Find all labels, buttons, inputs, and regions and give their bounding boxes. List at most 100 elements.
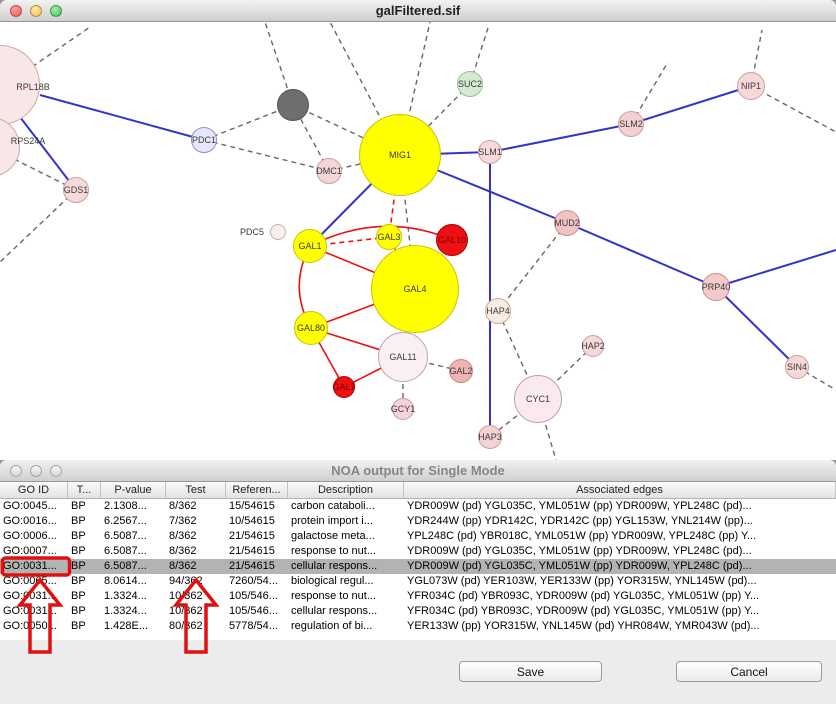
button-bar: Save Cancel <box>0 640 836 704</box>
graph-node-gal1[interactable] <box>293 229 327 263</box>
graph-node-hap2[interactable] <box>582 335 604 357</box>
table-cell: GO:0050... <box>3 620 57 632</box>
table-cell: 6.5087... <box>104 545 147 557</box>
graph-node-slm1[interactable] <box>478 140 502 164</box>
graph-edge-gray-dash[interactable] <box>796 366 836 391</box>
graph-node-cyc1[interactable] <box>514 375 562 423</box>
graph-node-gal4[interactable] <box>371 245 459 333</box>
graph-edge-blue[interactable] <box>19 116 77 191</box>
graph-edge-gray-dash[interactable] <box>203 139 330 172</box>
graph-edge-blue[interactable] <box>489 123 632 153</box>
cancel-button[interactable]: Cancel <box>676 661 822 682</box>
graph-node-gal7[interactable] <box>333 376 355 398</box>
graph-node-gal80[interactable] <box>294 311 328 345</box>
graph-edge-gray-dash[interactable] <box>0 147 77 191</box>
table-column-header[interactable]: T... <box>68 482 101 498</box>
table-cell: 7260/54... <box>229 575 278 587</box>
graph-edge-blue[interactable] <box>566 222 717 288</box>
table-column-header[interactable]: Associated edges <box>404 482 836 498</box>
table-cell: YER133W (pp) YOR315W, YNL145W (pd) YHR08… <box>407 620 760 632</box>
graph-node-slm2[interactable] <box>618 111 644 137</box>
graph-node-nip1[interactable] <box>737 72 765 100</box>
table-cell: 8/362 <box>169 560 197 572</box>
graph-edge-gray-dash[interactable] <box>497 222 568 312</box>
table-cell: YDR009W (pd) YGL035C, YML051W (pp) YDR00… <box>407 545 752 557</box>
table-cell: 8.0614... <box>104 575 147 587</box>
graph-edge-gray-dash[interactable] <box>497 310 539 400</box>
graph-edge-blue[interactable] <box>630 85 752 125</box>
table-cell: cellular respons... <box>291 605 378 617</box>
save-button[interactable]: Save <box>459 661 602 682</box>
network-window-titlebar[interactable]: galFiltered.sif <box>0 0 836 22</box>
table-cell: 80/362 <box>169 620 203 632</box>
graph-node-mig1[interactable] <box>359 114 441 196</box>
table-cell: 7/362 <box>169 515 197 527</box>
table-cell: 21/54615 <box>229 545 275 557</box>
table-cell: 21/54615 <box>229 530 275 542</box>
table-column-header[interactable]: GO ID <box>0 482 68 498</box>
graph-node-mud2[interactable] <box>554 210 580 236</box>
edge-layer <box>0 22 836 460</box>
graph-edge-gray-dash[interactable] <box>292 104 401 156</box>
graph-edge-gray-dash[interactable] <box>329 22 401 156</box>
graph-node-gds1[interactable] <box>63 177 89 203</box>
table-cell: YFR034C (pd) YBR093C, YDR009W (pd) YGL03… <box>407 605 760 617</box>
table-cell: GO:0045... <box>3 500 57 512</box>
minimize-button[interactable] <box>30 465 42 477</box>
table-column-header[interactable]: Test <box>166 482 226 498</box>
table-cell: BP <box>71 560 86 572</box>
graph-edge-blue[interactable] <box>39 94 205 141</box>
graph-edge-gray-dash[interactable] <box>0 189 77 263</box>
zoom-button[interactable] <box>50 465 62 477</box>
noa-window-titlebar[interactable]: NOA output for Single Mode <box>0 460 836 482</box>
table-cell: YDR244W (pp) YDR142C, YDR142C (pp) YGL15… <box>407 515 753 527</box>
graph-edge-gray-dash[interactable] <box>750 85 836 133</box>
graph-node-gal11[interactable] <box>378 332 428 382</box>
table-cell: GO:0007... <box>3 545 57 557</box>
table-column-header[interactable]: Referen... <box>226 482 288 498</box>
table-cell: 15/54615 <box>229 500 275 512</box>
table-cell: BP <box>71 620 86 632</box>
table-cell: GO:0065... <box>3 575 57 587</box>
graph-node-prp40[interactable] <box>702 273 730 301</box>
table-cell: response to nut... <box>291 545 376 557</box>
close-button[interactable] <box>10 5 22 17</box>
graph-node-pdc5[interactable] <box>270 224 286 240</box>
graph-node-pdc1[interactable] <box>191 127 217 153</box>
graph-edge-gray-dash[interactable] <box>264 22 294 106</box>
graph-edge-blue[interactable] <box>715 249 836 288</box>
table-column-header[interactable]: P-value <box>101 482 166 498</box>
graph-edge-gray-dash[interactable] <box>203 104 294 141</box>
table-cell: YGL073W (pd) YER103W, YER133W (pp) YOR31… <box>407 575 757 587</box>
graph-node-sin4[interactable] <box>785 355 809 379</box>
graph-edge-blue[interactable] <box>715 286 798 368</box>
table-column-header[interactable]: Description <box>288 482 404 498</box>
table-cell: protein import i... <box>291 515 373 527</box>
graph-node-hap3[interactable] <box>478 425 502 449</box>
graph-node-gal2[interactable] <box>449 359 473 383</box>
graph-node-gal10[interactable] <box>436 224 468 256</box>
graph-node-suc2[interactable] <box>457 71 483 97</box>
minimize-button[interactable] <box>30 5 42 17</box>
graph-node-dmc1[interactable] <box>316 158 342 184</box>
graph-node-gal3[interactable] <box>376 224 402 250</box>
table-cell: regulation of bi... <box>291 620 373 632</box>
traffic-lights-inactive <box>10 465 62 477</box>
graph-node-hap4[interactable] <box>485 298 511 324</box>
close-button[interactable] <box>10 465 22 477</box>
zoom-button[interactable] <box>50 5 62 17</box>
graph-node-unnamed-gray[interactable] <box>277 89 309 121</box>
graph-node-gcy1[interactable] <box>392 398 414 420</box>
graph-edge-gray-dash[interactable] <box>9 26 91 83</box>
